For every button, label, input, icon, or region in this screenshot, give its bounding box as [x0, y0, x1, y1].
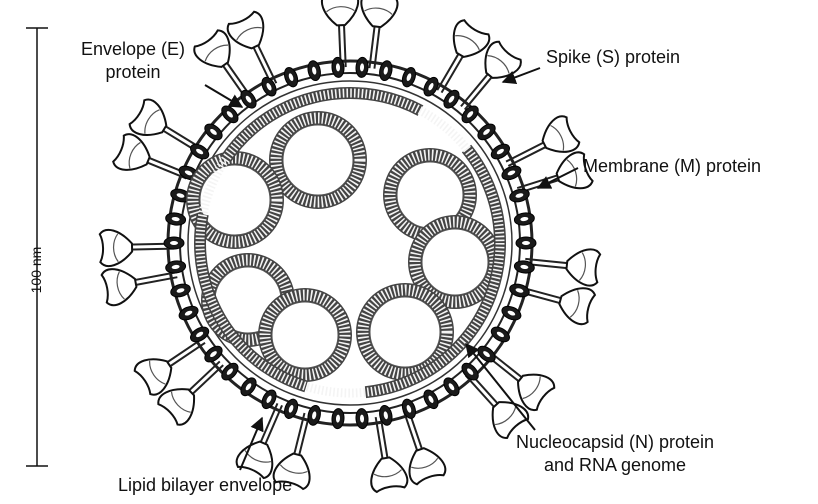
membrane-protein [441, 88, 462, 111]
nucleocapsid-label-line-1: Nucleocapsid (N) protein [490, 431, 740, 454]
membrane-protein [238, 375, 259, 398]
spike-protein-label: Spike (S) protein [546, 46, 680, 69]
membrane-protein [489, 141, 512, 162]
membrane-protein [421, 388, 441, 411]
membrane-protein [441, 375, 462, 398]
nucleocapsid-label-line-2: and RNA genome [490, 454, 740, 477]
membrane-protein [516, 237, 536, 249]
membrane-protein [421, 75, 441, 98]
membrane-protein [259, 75, 279, 98]
spike-protein [523, 243, 600, 286]
nucleocapsid-ring [265, 295, 345, 375]
nucleocapsid-ring [276, 118, 360, 202]
envelope-label-line-1: Envelope (E) [58, 38, 208, 61]
lipid-bilayer-label: Lipid bilayer envelope [118, 474, 292, 497]
membrane-protein [188, 141, 211, 162]
scale-label: 100 nm [28, 240, 48, 300]
membrane-protein [164, 237, 184, 249]
membrane-protein-label: Membrane (M) protein [583, 155, 761, 178]
spike-protein [225, 10, 290, 92]
envelope-label-line-2: protein [58, 61, 208, 84]
nucleocapsid-rings [193, 93, 500, 393]
nucleocapsid-label: Nucleocapsid (N) protein and RNA genome [490, 431, 740, 477]
envelope-protein-label: Envelope (E) protein [58, 38, 208, 84]
spike-protein [100, 229, 175, 267]
spike-protein [322, 0, 361, 68]
membrane-protein [489, 324, 512, 345]
